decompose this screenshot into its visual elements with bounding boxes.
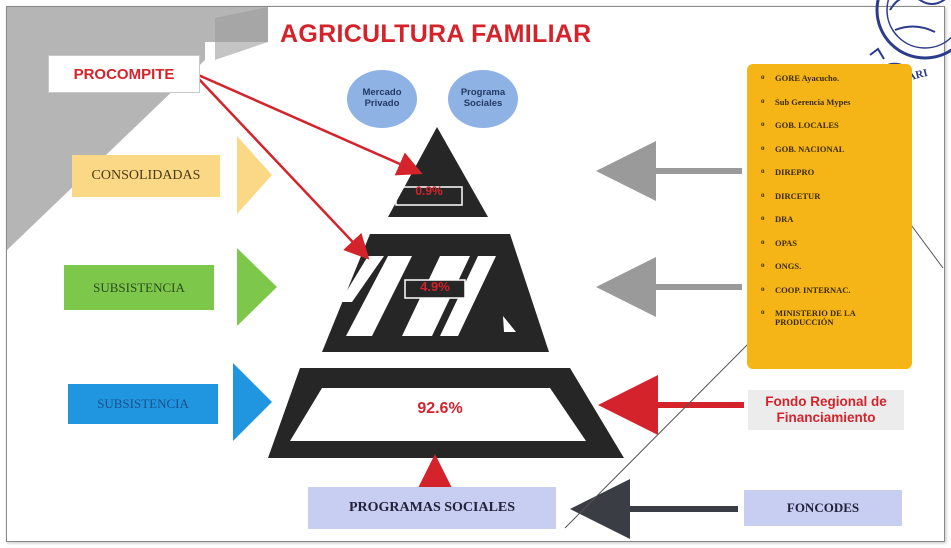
bullet-icon: o: [761, 73, 765, 81]
list-item: o ONGS.: [761, 261, 906, 286]
chevron-green: [237, 248, 277, 326]
pyramid-middle-percent: 4.9%: [420, 279, 450, 294]
pyramid-top-percent: 0.9%: [415, 184, 443, 198]
list-item: o COOP. INTERNAC.: [761, 284, 906, 310]
pyramid-bottom-percent: 92.6%: [417, 400, 463, 417]
list-item-label: DIREPRO: [775, 167, 815, 177]
programas-sociales-label: PROGRAMAS SOCIALES: [308, 487, 556, 529]
diagonal-line-lower: [564, 329, 763, 529]
bullet-icon: o: [761, 190, 765, 199]
list-item-label: DRA: [775, 214, 794, 224]
consolidadas-label: CONSOLIDADAS: [72, 155, 220, 197]
list-item-label: MINISTERIO DE LA PRODUCCIÓN: [775, 308, 856, 328]
chevron-blue: [233, 363, 272, 441]
gray-corner-shadow: [215, 7, 268, 60]
list-item: o GOB. NACIONAL: [761, 143, 906, 169]
list-item: o DRA: [761, 214, 906, 239]
diagram-title: AGRICULTURA FAMILIAR: [280, 20, 592, 48]
list-item: o DIREPRO: [761, 167, 906, 192]
list-item-label: DIRCETUR: [775, 190, 821, 201]
chevron-yellow: [237, 136, 272, 214]
list-item-label: OPAS: [775, 237, 798, 248]
bullet-icon: o: [761, 143, 765, 152]
bullet-icon: o: [761, 214, 765, 222]
list-item-label: GOB. LOCALES: [775, 120, 839, 130]
red-arrow-to-top: [195, 72, 423, 176]
pyramid-bottom-inner: [290, 388, 586, 441]
bullet-icon: o: [761, 261, 765, 269]
list-item-label: Sub Gerencia Mypes: [775, 96, 851, 107]
list-item: o GORE Ayacucho.: [761, 73, 906, 98]
list-item-label: COOP. INTERNAC.: [775, 284, 851, 295]
list-item-label: GOB. NACIONAL: [775, 143, 845, 154]
pyramid-top: [388, 127, 488, 217]
bullet-icon: o: [761, 120, 765, 128]
red-arrow-to-middle: [195, 75, 370, 260]
list-item-label: GORE Ayacucho.: [775, 73, 840, 83]
bullet-icon: o: [761, 167, 765, 175]
bullet-icon: o: [761, 284, 765, 293]
subsistencia-blue-label: SUBSISTENCIA: [68, 384, 218, 424]
fondo-regional-label: Fondo Regional de Financiamiento: [748, 390, 904, 430]
foncodes-label: FONCODES: [744, 490, 902, 526]
bullet-icon: o: [761, 96, 765, 105]
subsistencia-green-label: SUBSISTENCIA: [64, 265, 214, 310]
pyramid-top-label-box: [395, 186, 463, 206]
list-item-label: ONGS.: [775, 261, 802, 271]
pyramid-middle-stripes: [340, 256, 516, 336]
list-item: o OPAS: [761, 237, 906, 263]
bullet-icon: o: [761, 237, 765, 246]
bubble-programa-sociales: Programa Sociales: [448, 70, 518, 128]
bullet-icon: o: [761, 308, 765, 316]
list-item: o DIRCETUR: [761, 190, 906, 216]
list-item: o Sub Gerencia Mypes: [761, 96, 906, 122]
bubble-mercado-privado: Mercado Privado: [347, 70, 417, 128]
pyramid-middle-label-box: [404, 279, 466, 299]
list-item: o MINISTERIO DE LA PRODUCCIÓN: [761, 308, 906, 333]
list-item: o GOB. LOCALES: [761, 120, 906, 145]
procompite-label: PROCOMPITE: [48, 55, 200, 93]
